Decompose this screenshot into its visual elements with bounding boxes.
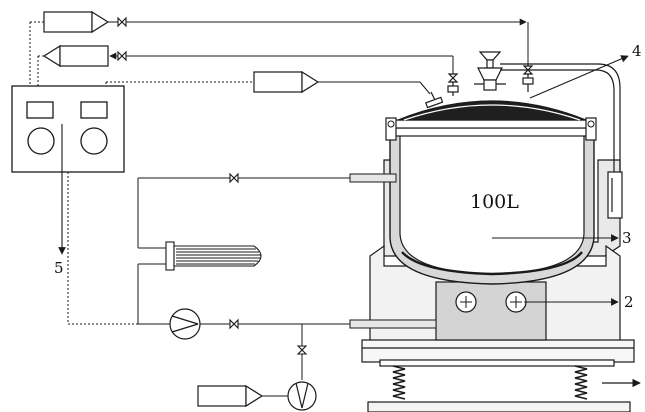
valve-jacket-upper xyxy=(229,172,239,184)
gas-cylinder-2 xyxy=(42,44,109,68)
lid-center-fitting xyxy=(474,51,506,91)
valve-jacket-lower xyxy=(229,318,239,330)
gas-cylinder-1 xyxy=(43,10,110,34)
piping xyxy=(108,18,529,397)
controller-box xyxy=(11,85,125,173)
callout-label-3: 3 xyxy=(622,229,632,247)
heater-element-right xyxy=(505,291,527,313)
gas-cylinder-4 xyxy=(197,384,264,408)
gas-cylinder-3 xyxy=(253,70,320,94)
circulation-pump xyxy=(169,308,201,340)
jacket-inlet-lower xyxy=(349,319,437,329)
control-wiring xyxy=(29,21,254,325)
vessel-capacity-label: 100L xyxy=(470,191,519,213)
heat-exchanger xyxy=(165,241,262,271)
vessel-lid xyxy=(397,100,587,121)
heater-element-left xyxy=(455,291,477,313)
vacuum-pump xyxy=(287,381,317,411)
lid-valve-left xyxy=(447,73,459,96)
jacket-inlet-upper xyxy=(349,173,397,183)
heater-block xyxy=(435,281,547,341)
lid-vent xyxy=(425,91,444,109)
callout-label-4: 4 xyxy=(632,42,642,60)
spring-right xyxy=(574,365,588,400)
spring-left xyxy=(392,365,406,400)
valve-line-1 xyxy=(117,16,127,28)
valve-line-2 xyxy=(117,50,127,62)
callout-arrows xyxy=(58,55,629,306)
floor-base xyxy=(367,401,631,412)
callout-label-2: 2 xyxy=(624,293,634,311)
callout-label-5: 5 xyxy=(54,259,64,277)
valve-vertical xyxy=(296,345,308,355)
vessel xyxy=(385,117,597,285)
